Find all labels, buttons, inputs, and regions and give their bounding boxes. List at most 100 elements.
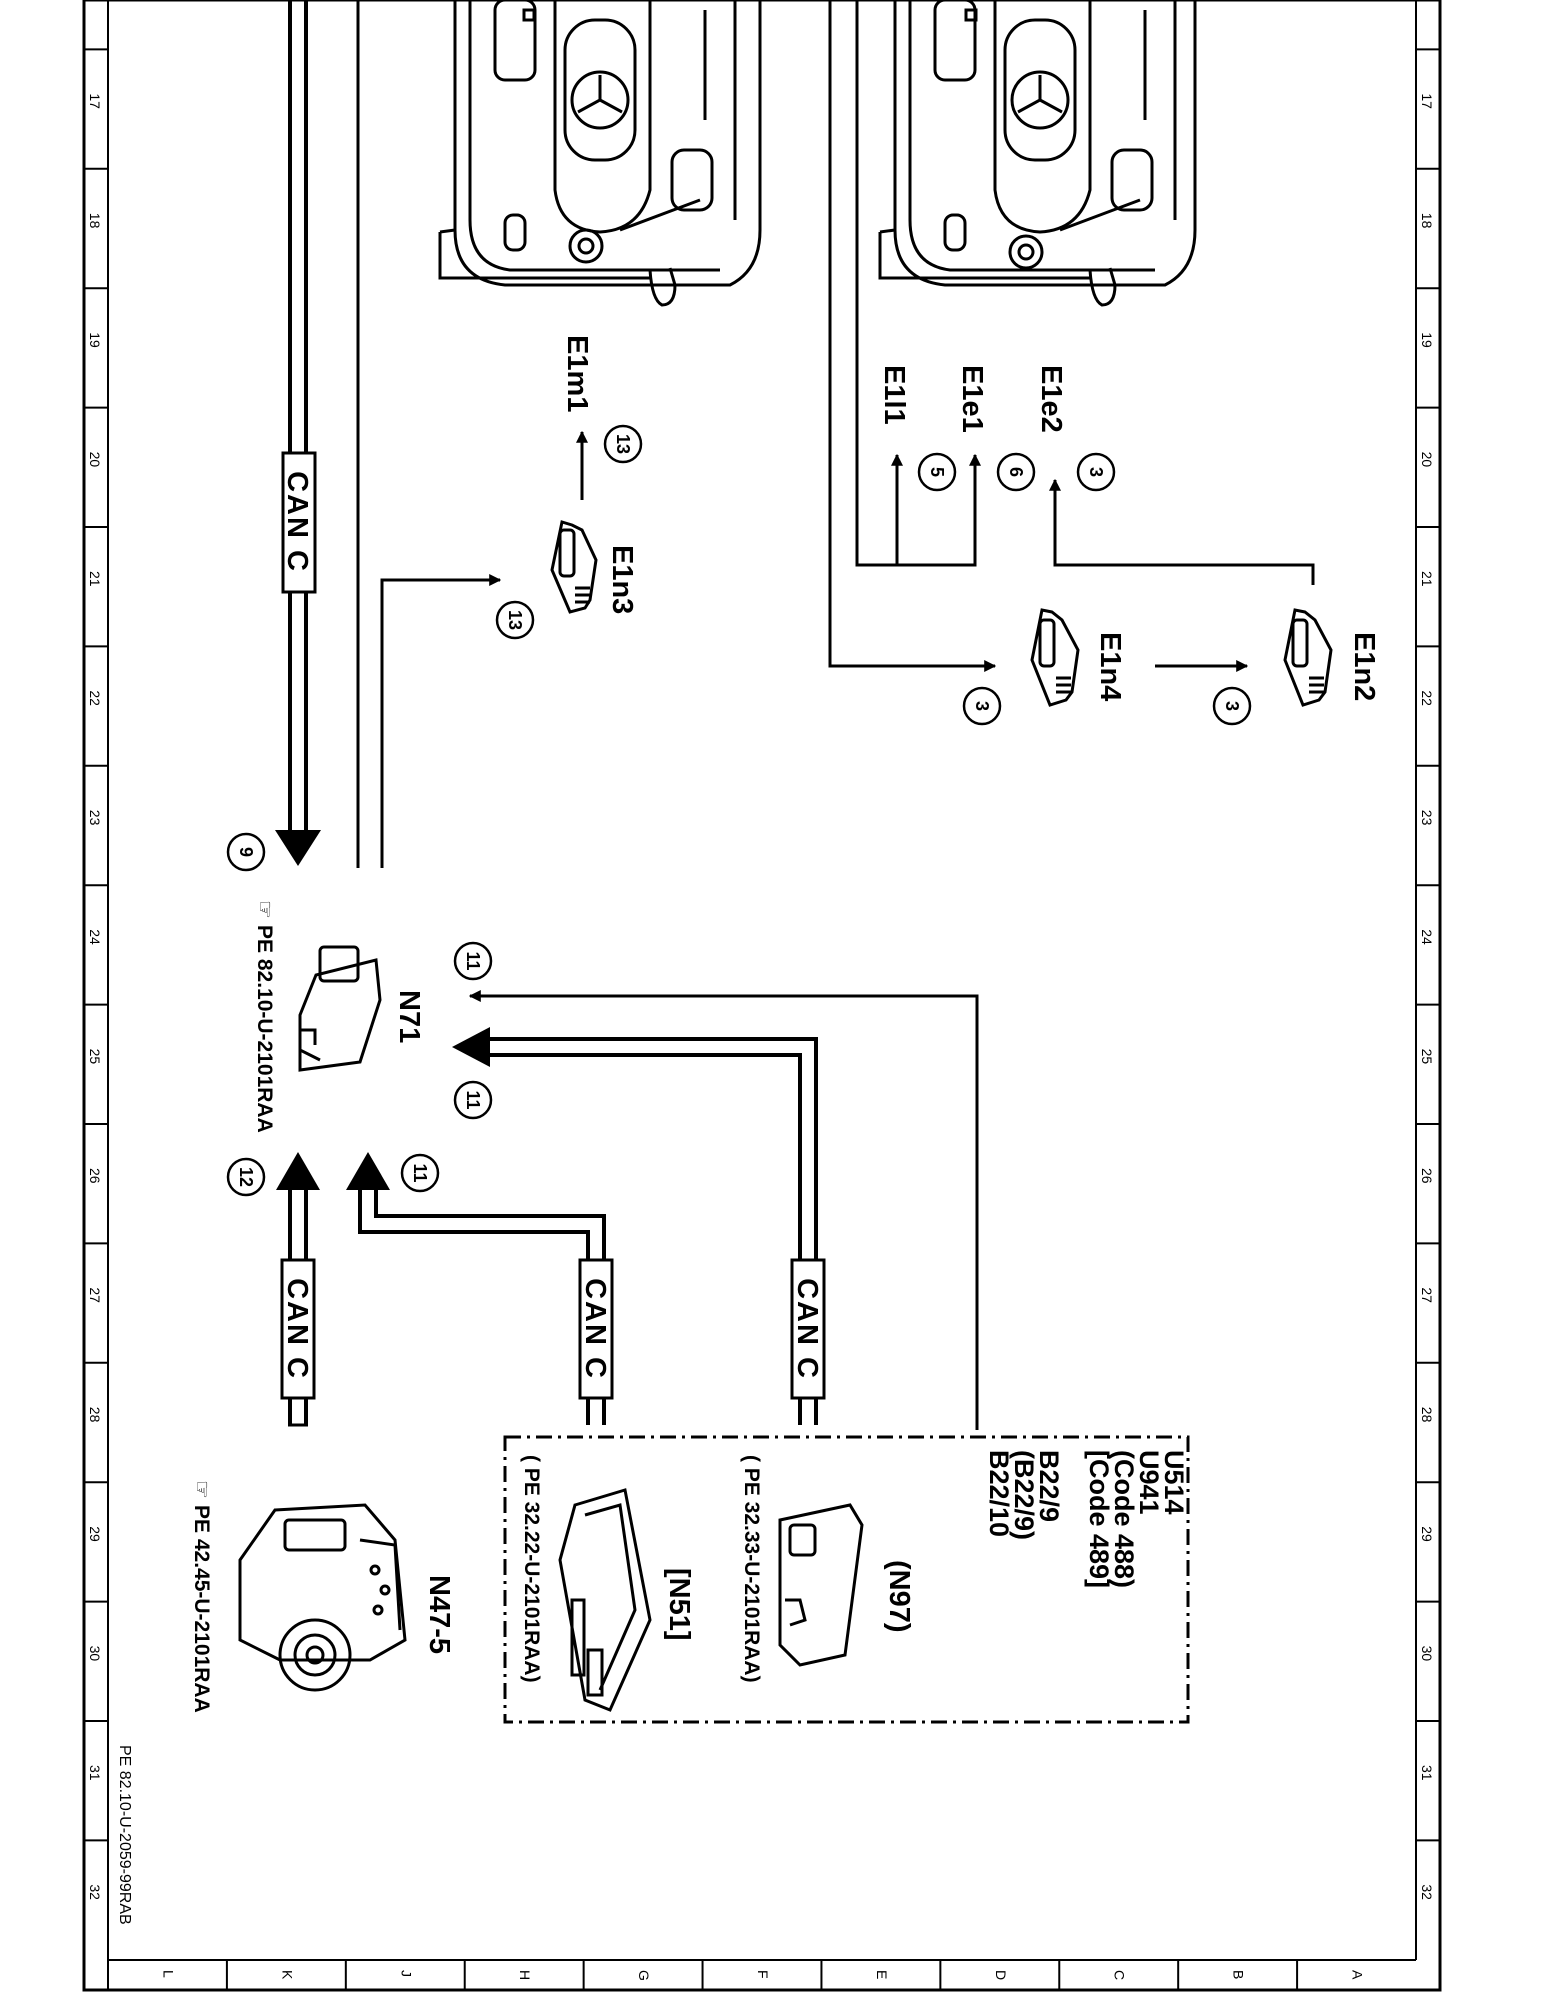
row-number: 20 xyxy=(87,452,103,468)
row-number: 22 xyxy=(1419,690,1435,706)
e1n3-connector xyxy=(550,520,598,614)
e1n2-label: E1n2 xyxy=(1348,632,1380,701)
svg-text:13: 13 xyxy=(505,610,525,630)
row-number: 21 xyxy=(87,571,103,587)
svg-text:PE 82.10-U-2101RAA: PE 82.10-U-2101RAA xyxy=(253,925,276,1133)
svg-text:9: 9 xyxy=(236,847,256,857)
e1l1-label: E1l1 xyxy=(878,365,910,425)
svg-text:CAN C: CAN C xyxy=(281,471,313,573)
row-number: 21 xyxy=(1419,571,1435,587)
e1n4-connector xyxy=(1030,608,1080,707)
row-number: 32 xyxy=(87,1884,103,1900)
column-letter: F xyxy=(755,1970,771,1979)
svg-text:CAN C: CAN C xyxy=(281,1278,313,1380)
row-number: 23 xyxy=(1419,810,1435,826)
e1e2-label: E1e2 xyxy=(1035,365,1067,433)
svg-text:U514: U514 xyxy=(1159,1450,1189,1515)
n97-module xyxy=(778,1503,864,1667)
n71-input-wires xyxy=(276,990,979,1430)
row-ticks xyxy=(84,48,1440,1842)
svg-text:PE 42.45-U-2101RAA: PE 42.45-U-2101RAA xyxy=(190,1505,213,1713)
row-number: 18 xyxy=(87,213,103,229)
row-number: 22 xyxy=(87,690,103,706)
option-block-text: U514 U941 (Code 488) [Code 489] B22/9 (B… xyxy=(984,1450,1189,1588)
lamp-wiring xyxy=(828,0,1315,672)
e1n2-connector xyxy=(1283,608,1333,707)
row-number: 30 xyxy=(87,1646,103,1662)
n51-module xyxy=(558,1488,652,1712)
row-number: 30 xyxy=(1419,1646,1435,1662)
column-letter: D xyxy=(993,1970,1009,1980)
can-c-main-bus xyxy=(275,0,321,866)
column-letter: J xyxy=(398,1970,414,1977)
document-id: PE 82.10-U-2059-99RAB xyxy=(116,1745,133,1925)
n71-supply-wires xyxy=(356,0,502,868)
n71-module xyxy=(298,945,382,1072)
n47-5-module xyxy=(238,1503,407,1692)
n97-reference: ( PE 32.33-U-2101RAA) xyxy=(740,1455,763,1683)
hand-pointer-icon: ☞ xyxy=(253,900,276,919)
svg-text:12: 12 xyxy=(236,1167,256,1187)
row-number: 19 xyxy=(87,332,103,348)
can-c-label-n97: CAN C xyxy=(790,1258,826,1400)
row-number: 17 xyxy=(1419,93,1435,109)
svg-text:11: 11 xyxy=(410,1163,430,1182)
row-number: 20 xyxy=(1419,452,1435,468)
svg-text:CAN C: CAN C xyxy=(579,1278,611,1380)
row-number: 31 xyxy=(1419,1765,1435,1781)
row-number: 29 xyxy=(1419,1526,1435,1542)
hand-pointer-icon: ☞ xyxy=(190,1480,213,1499)
optional-equipment-frame xyxy=(503,1435,1190,1724)
circled-number-labels: 13 13 5 6 3 3 3 9 11 11 11 12 xyxy=(236,434,1242,1187)
vehicle-front-view-left xyxy=(438,0,762,307)
svg-text:CAN C: CAN C xyxy=(791,1278,823,1380)
e1e1-label: E1e1 xyxy=(956,365,988,433)
circled-numbers xyxy=(226,424,1252,1197)
n71-label: N71 xyxy=(393,990,425,1043)
column-letter: E xyxy=(874,1970,890,1979)
row-number: 26 xyxy=(1419,1168,1435,1184)
column-letter: C xyxy=(1112,1970,1128,1980)
svg-text:11: 11 xyxy=(463,951,483,970)
row-number: 27 xyxy=(1419,1287,1435,1303)
row-number: 26 xyxy=(87,1168,103,1184)
row-number: 25 xyxy=(1419,1049,1435,1065)
row-number: 28 xyxy=(1419,1407,1435,1423)
can-c-label-main: CAN C xyxy=(281,451,317,594)
row-number: 23 xyxy=(87,810,103,826)
column-letter: G xyxy=(636,1970,652,1981)
column-ticks xyxy=(107,1960,1299,1990)
svg-text:3: 3 xyxy=(1086,467,1106,477)
svg-text:3: 3 xyxy=(1222,701,1242,711)
column-letter: L xyxy=(160,1970,176,1978)
row-number: 24 xyxy=(87,929,103,945)
column-letter: H xyxy=(517,1970,533,1980)
n51-label: [N51] xyxy=(663,1568,695,1641)
svg-text:U941: U941 xyxy=(1134,1450,1164,1515)
row-labels: 1616171718181919202021212222232324242525… xyxy=(87,93,1435,1900)
n71-reference: ☞ PE 82.10-U-2101RAA xyxy=(253,900,276,1133)
n97-label: (N97) xyxy=(883,1560,915,1633)
sheet-frame xyxy=(82,0,1442,1992)
row-number: 28 xyxy=(87,1407,103,1423)
n47-5-label: N47-5 xyxy=(423,1575,455,1654)
svg-text:(B22/9): (B22/9) xyxy=(1009,1450,1039,1540)
svg-text:11: 11 xyxy=(463,1090,483,1109)
row-number: 17 xyxy=(87,93,103,109)
row-number: 24 xyxy=(1419,929,1435,945)
row-number: 18 xyxy=(1419,213,1435,229)
row-number: 27 xyxy=(87,1287,103,1303)
vehicle-front-view-right xyxy=(878,0,1197,307)
n51-reference: ( PE 32.22-U-2101RAA) xyxy=(520,1455,543,1683)
svg-text:3: 3 xyxy=(972,701,992,711)
svg-text:B22/10: B22/10 xyxy=(984,1450,1014,1537)
row-number: 31 xyxy=(87,1765,103,1781)
e1n3-label: E1n3 xyxy=(606,545,638,614)
svg-text:6: 6 xyxy=(1006,467,1026,477)
svg-text:B22/9: B22/9 xyxy=(1034,1450,1064,1522)
row-number: 29 xyxy=(87,1526,103,1542)
column-letter: A xyxy=(1350,1970,1366,1980)
column-letter: B xyxy=(1231,1970,1247,1979)
